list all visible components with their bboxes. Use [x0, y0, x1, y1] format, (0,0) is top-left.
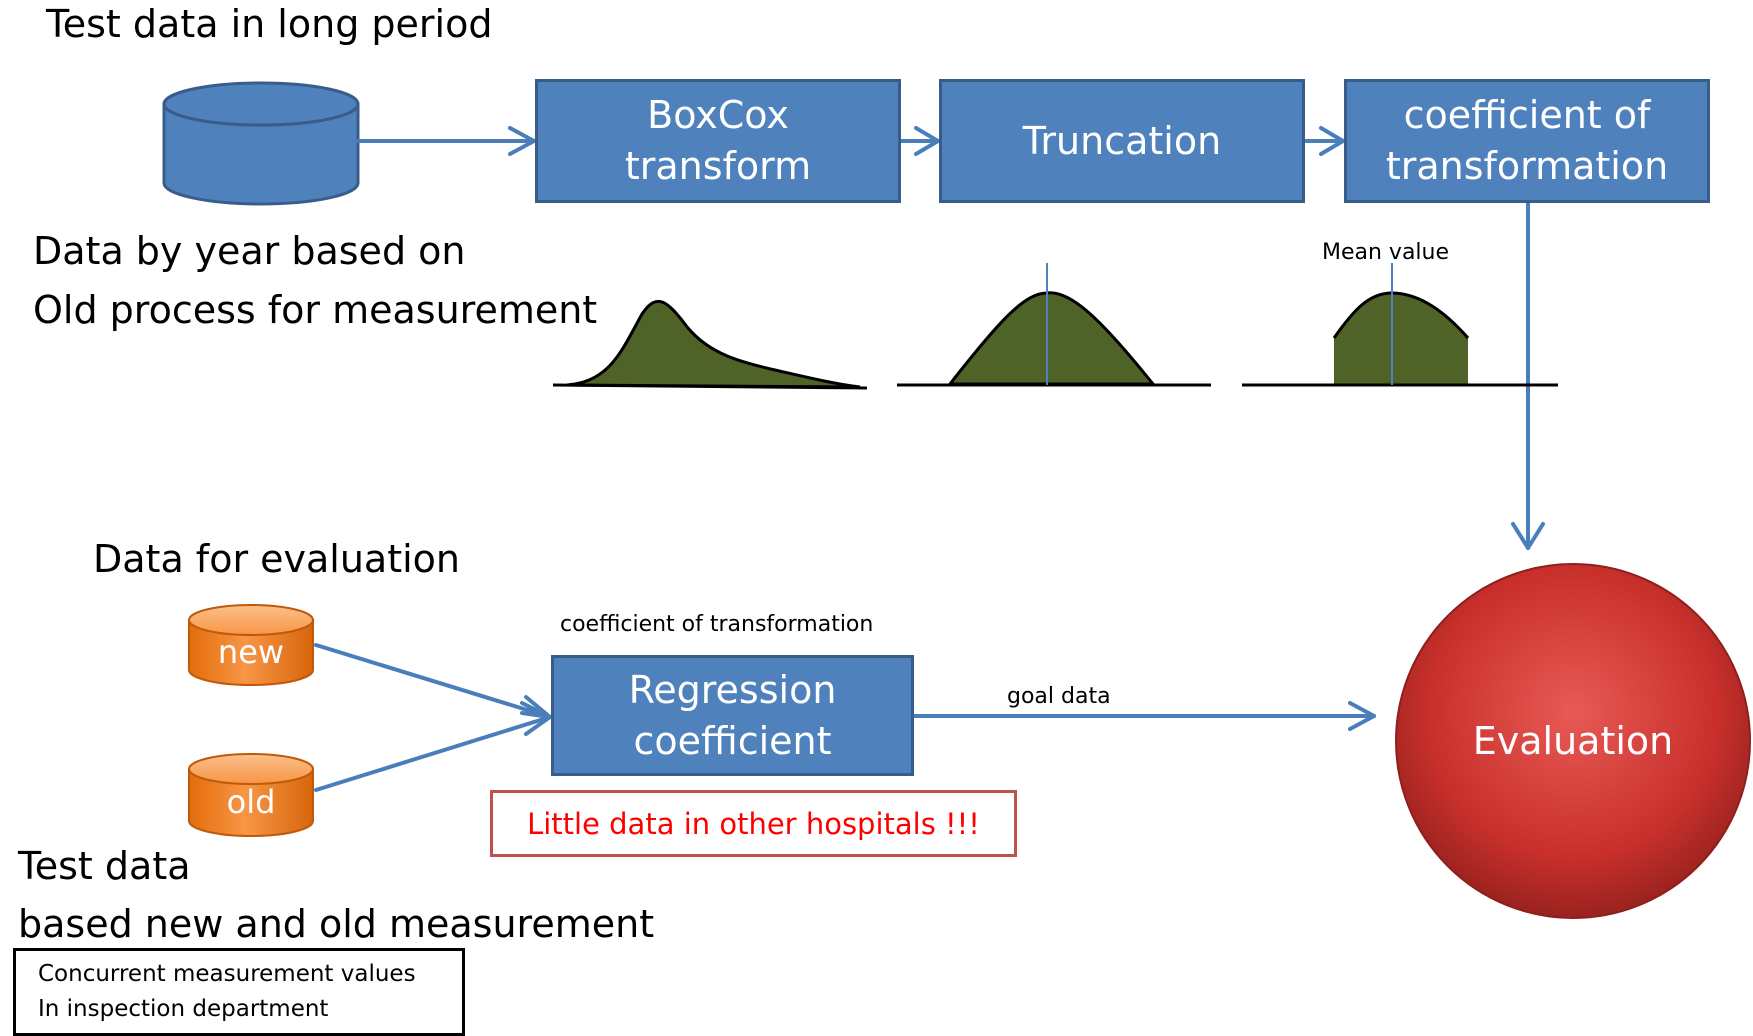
- skewed-distribution-curve: [552, 300, 868, 390]
- note-line1: Concurrent measurement values: [38, 961, 416, 987]
- arrow-right-icon: [314, 711, 552, 792]
- mean-value-label: Mean value: [1322, 240, 1450, 265]
- evaluation-circle: [1395, 563, 1751, 919]
- regression-line2: coefficient: [633, 718, 832, 763]
- coefficient-line1: coefficient of: [1403, 93, 1651, 138]
- year-data-line2: Old process for measurement: [33, 288, 598, 332]
- coefficient-transformation-box: coefficient of transformation: [1344, 79, 1710, 203]
- regression-line1: Regression: [628, 667, 837, 712]
- truncated-distribution-curve: [1242, 263, 1558, 387]
- truncation-label: Truncation: [1022, 118, 1222, 163]
- arrow-right-icon: [356, 126, 536, 156]
- coefficient-line2: transformation: [1385, 144, 1669, 188]
- regression-top-label: coefficient of transformation: [560, 612, 874, 637]
- warning-box: Little data in other hospitals !!!: [490, 790, 1017, 857]
- concurrent-measurement-note: Concurrent measurement values In inspect…: [13, 948, 465, 1036]
- note-line2: In inspection department: [38, 996, 329, 1022]
- database-cylinder-icon: [162, 81, 360, 206]
- database-cylinder-icon: [188, 604, 314, 686]
- cylinder-new-label: new: [217, 633, 285, 671]
- evaluation-label: Evaluation: [1472, 719, 1674, 763]
- test-data-line2: based new and old measurement: [18, 902, 655, 946]
- truncation-box: Truncation: [939, 79, 1305, 203]
- test-data-line1: Test data: [18, 844, 191, 888]
- arrow-down-icon: [1511, 201, 1545, 550]
- year-data-line1: Data by year based on: [33, 229, 466, 273]
- warning-text: Little data in other hospitals !!!: [527, 806, 980, 841]
- evaluation-data-title: Data for evaluation: [93, 537, 461, 581]
- boxcox-transform-box: BoxCox transform: [535, 79, 901, 203]
- boxcox-line1: BoxCox: [647, 93, 789, 138]
- normal-distribution-curve: [897, 263, 1211, 387]
- long-period-title: Test data in long period: [46, 2, 493, 46]
- arrow-right-icon: [1304, 126, 1345, 156]
- arrow-right-icon: [912, 701, 1376, 731]
- goal-data-label: goal data: [1007, 684, 1111, 709]
- boxcox-line2: transform: [624, 144, 812, 188]
- database-cylinder-icon: [188, 753, 314, 837]
- arrow-right-icon: [899, 126, 940, 156]
- arrow-right-icon: [314, 643, 552, 719]
- cylinder-old-label: old: [226, 783, 276, 821]
- regression-coefficient-box: Regression coefficient: [551, 655, 914, 776]
